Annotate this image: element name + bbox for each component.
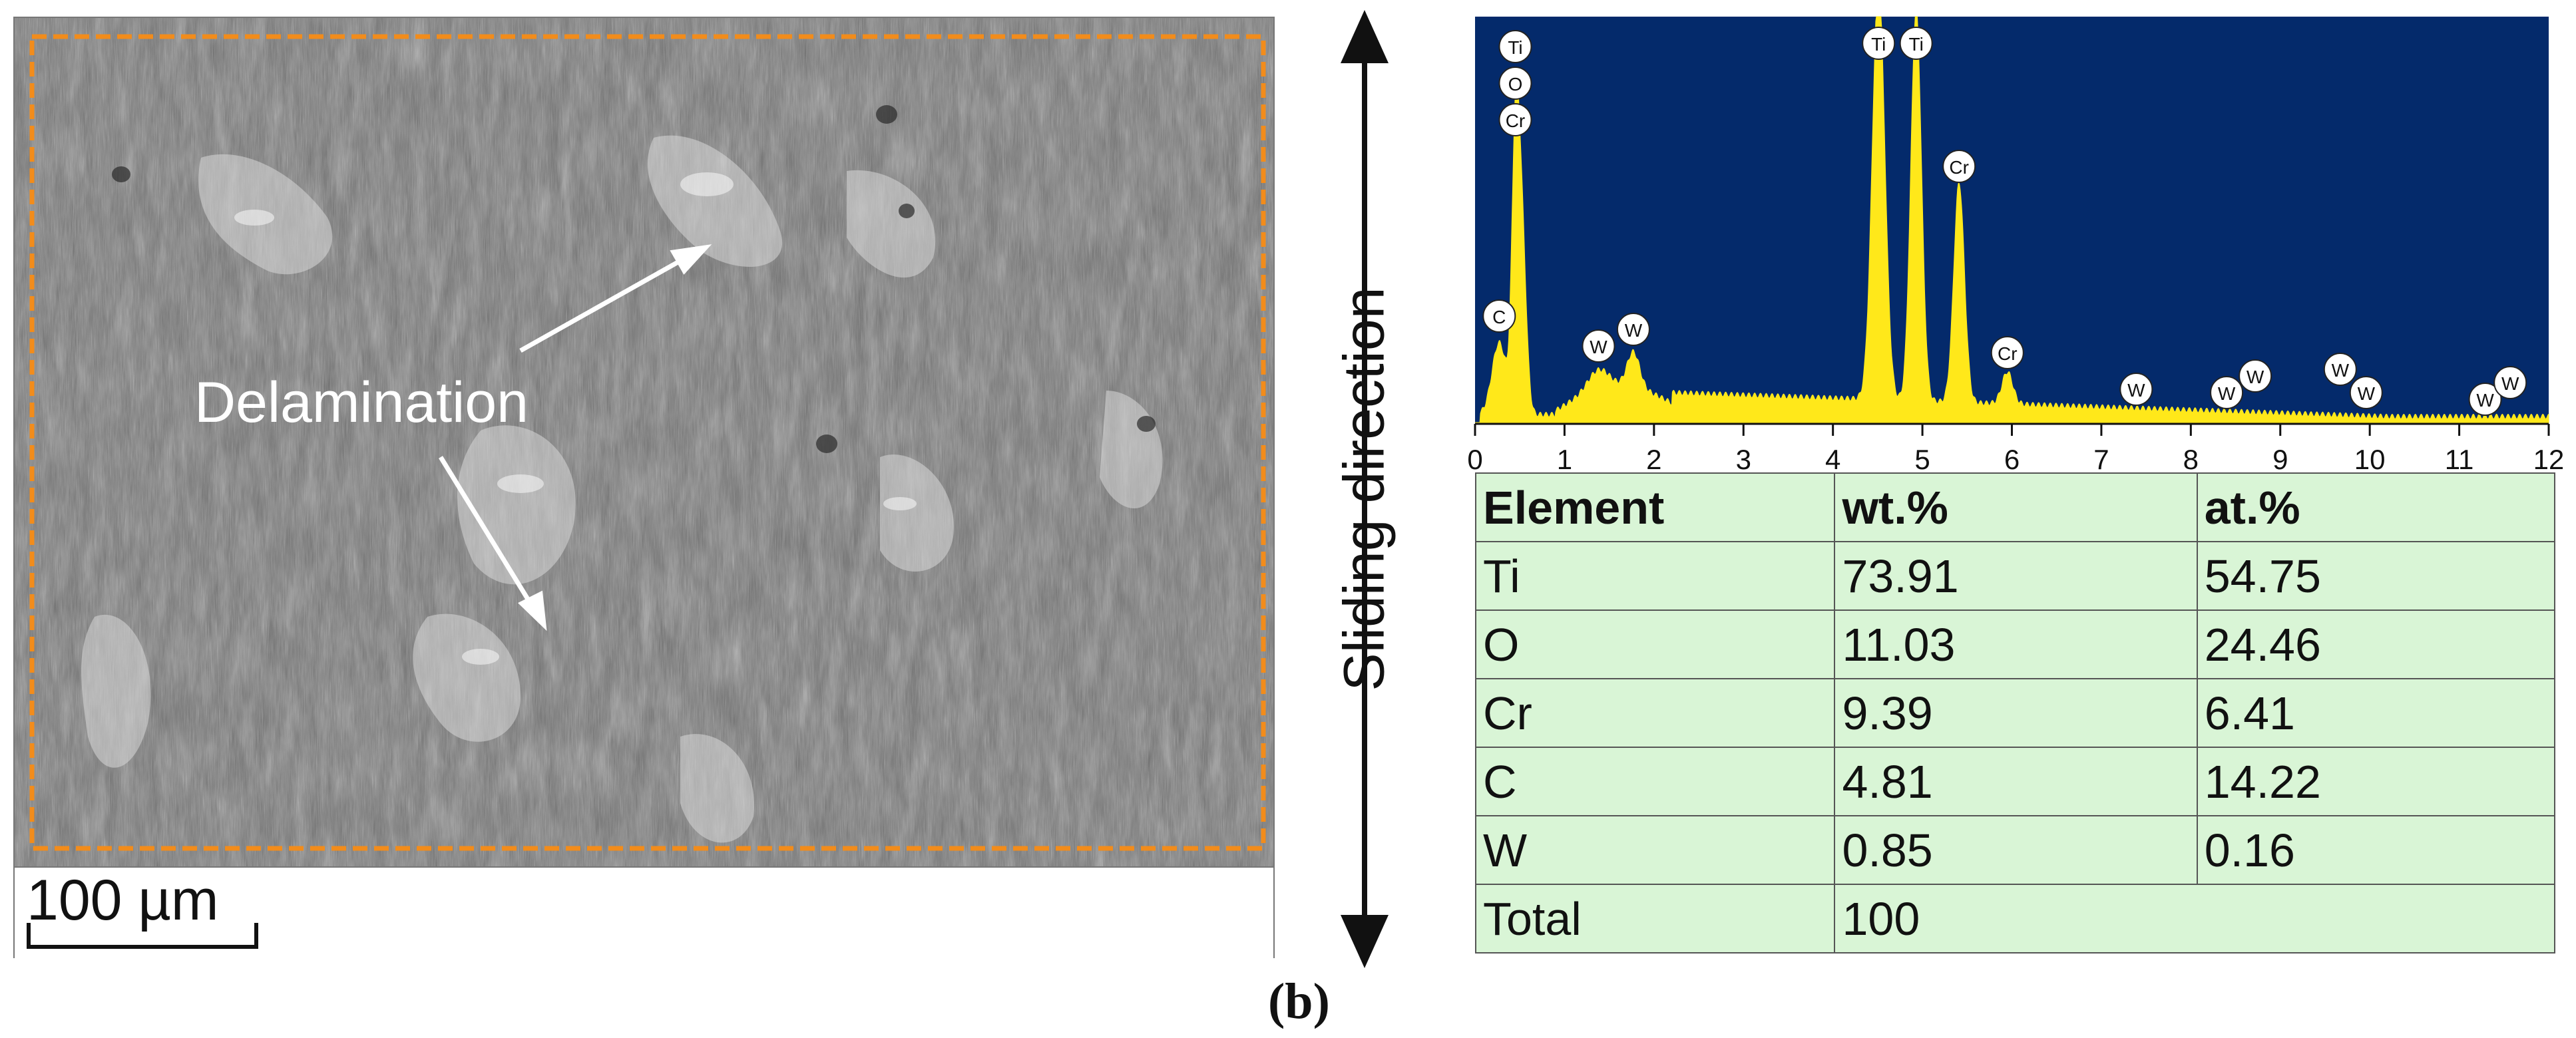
peak-label-bubble [1942, 150, 1976, 183]
peak-label-bubble [2323, 353, 2357, 386]
peak-label-bubble [1862, 27, 1896, 60]
delamination-label: Delamination [194, 371, 529, 434]
x-tick-label: 1 [1557, 444, 1572, 475]
peak-label-bubble [1582, 329, 1615, 363]
peak-label-bubble [1990, 336, 2024, 369]
peak-label: W [2247, 367, 2264, 387]
peak-label-bubble [2349, 376, 2383, 409]
x-tick-label: 6 [2004, 444, 2020, 475]
x-tick-label: 0 [1467, 444, 1482, 475]
x-tick-label: 11 [2445, 444, 2474, 475]
sem-micrograph-panel: Delamination 100 µm [13, 17, 1275, 958]
cell-wt: 0.85 [1834, 815, 2198, 885]
table-row: C 4.81 14.22 [1474, 747, 2556, 816]
peak-label-bubble [1899, 27, 1933, 60]
peak-label-bubble [1482, 299, 1516, 333]
cell-element: Cr [1474, 678, 1836, 748]
x-tick-label: 7 [2093, 444, 2109, 475]
spectrum-area [1475, 16, 2549, 423]
peak-label-bubble [1498, 103, 1532, 136]
header-wt: wt.% [1834, 472, 2198, 542]
cell-total-value: 100 [1834, 884, 2555, 953]
peak-label: W [2476, 390, 2494, 411]
x-tick-label: 10 [2354, 444, 2386, 475]
peak-label: Ti [1871, 34, 1886, 55]
cell-element: Ti [1474, 541, 1836, 611]
peak-label-bubble [2468, 383, 2502, 416]
cell-at: 54.75 [2196, 541, 2556, 611]
header-at: at.% [2196, 472, 2556, 542]
scale-bar [27, 945, 258, 949]
cell-at: 0.16 [2196, 815, 2556, 885]
peak-label: W [2127, 380, 2145, 401]
peak-label: C [1492, 307, 1506, 327]
x-tick-label: 2 [1646, 444, 1661, 475]
sliding-direction-arrow [1341, 10, 1389, 968]
peak-label: Cr [1506, 110, 1526, 131]
x-tick-label: 8 [2183, 444, 2199, 475]
table-total-row: Total 100 [1474, 884, 2555, 953]
peak-label: Ti [1508, 37, 1522, 58]
x-tick-label: 9 [2272, 444, 2288, 475]
peak-label: Ti [1909, 34, 1924, 55]
scale-bar-label: 100 µm [27, 868, 219, 932]
peak-label: W [2358, 383, 2376, 404]
peak-label: Cr [1949, 157, 1969, 178]
peak-label-bubble [2210, 376, 2244, 409]
cell-wt: 11.03 [1834, 609, 2198, 679]
peak-label: W [2501, 373, 2519, 394]
peak-label-bubble [2493, 366, 2527, 399]
figure-label-text: (b) [1268, 973, 1330, 1029]
peak-label: Cr [1998, 343, 2018, 364]
scale-bar-tick-right [254, 923, 258, 949]
peak-label: O [1508, 74, 1523, 94]
peak-label: W [2332, 360, 2350, 381]
delamination-arrows [439, 244, 712, 631]
x-tick-label: 4 [1825, 444, 1840, 475]
scale-bar-strip [15, 866, 1273, 958]
composition-table: Element wt.% at.% Ti 73.91 54.75 O 11.03… [1474, 472, 2556, 953]
table-row: W 0.85 0.16 [1474, 815, 2556, 885]
header-element: Element [1474, 472, 1836, 542]
x-tick-label: 3 [1736, 444, 1751, 475]
scale-bar-tick-left [27, 923, 31, 949]
cell-at: 24.46 [2196, 609, 2556, 679]
cell-element: O [1474, 609, 1836, 679]
peak-label-bubble [1498, 67, 1532, 100]
table-header-row: Element wt.% at.% [1474, 472, 2556, 542]
table-row: Ti 73.91 54.75 [1474, 541, 2556, 611]
cell-element: C [1474, 747, 1836, 816]
table-row: Cr 9.39 6.41 [1474, 678, 2556, 748]
cell-wt: 9.39 [1834, 678, 2198, 748]
sliding-direction-text: Sliding direction [1332, 287, 1396, 691]
sliding-direction-label: Sliding direction [1328, 256, 1401, 722]
cell-at: 6.41 [2196, 678, 2556, 748]
peak-label-bubble [1616, 313, 1650, 346]
sem-micrograph [15, 18, 1273, 866]
peak-label-bubble [2239, 359, 2272, 393]
cell-at: 14.22 [2196, 747, 2556, 816]
peak-label-bubble [2119, 373, 2153, 406]
table-row: O 11.03 24.46 [1474, 609, 2556, 679]
figure-label: (b) [1268, 973, 1330, 1031]
peak-label-bubble [1498, 30, 1532, 63]
cell-total-label: Total [1474, 884, 1836, 953]
cell-wt: 73.91 [1834, 541, 2198, 611]
peak-label: W [1590, 337, 1608, 357]
sem-micrograph-image [15, 18, 1273, 866]
x-tick-label: 12 [2533, 444, 2563, 475]
peak-label: W [2218, 383, 2236, 404]
cell-element: W [1474, 815, 1836, 885]
cell-wt: 4.81 [1834, 747, 2198, 816]
x-tick-label: 5 [1914, 444, 1930, 475]
peak-label: W [1625, 320, 1643, 341]
